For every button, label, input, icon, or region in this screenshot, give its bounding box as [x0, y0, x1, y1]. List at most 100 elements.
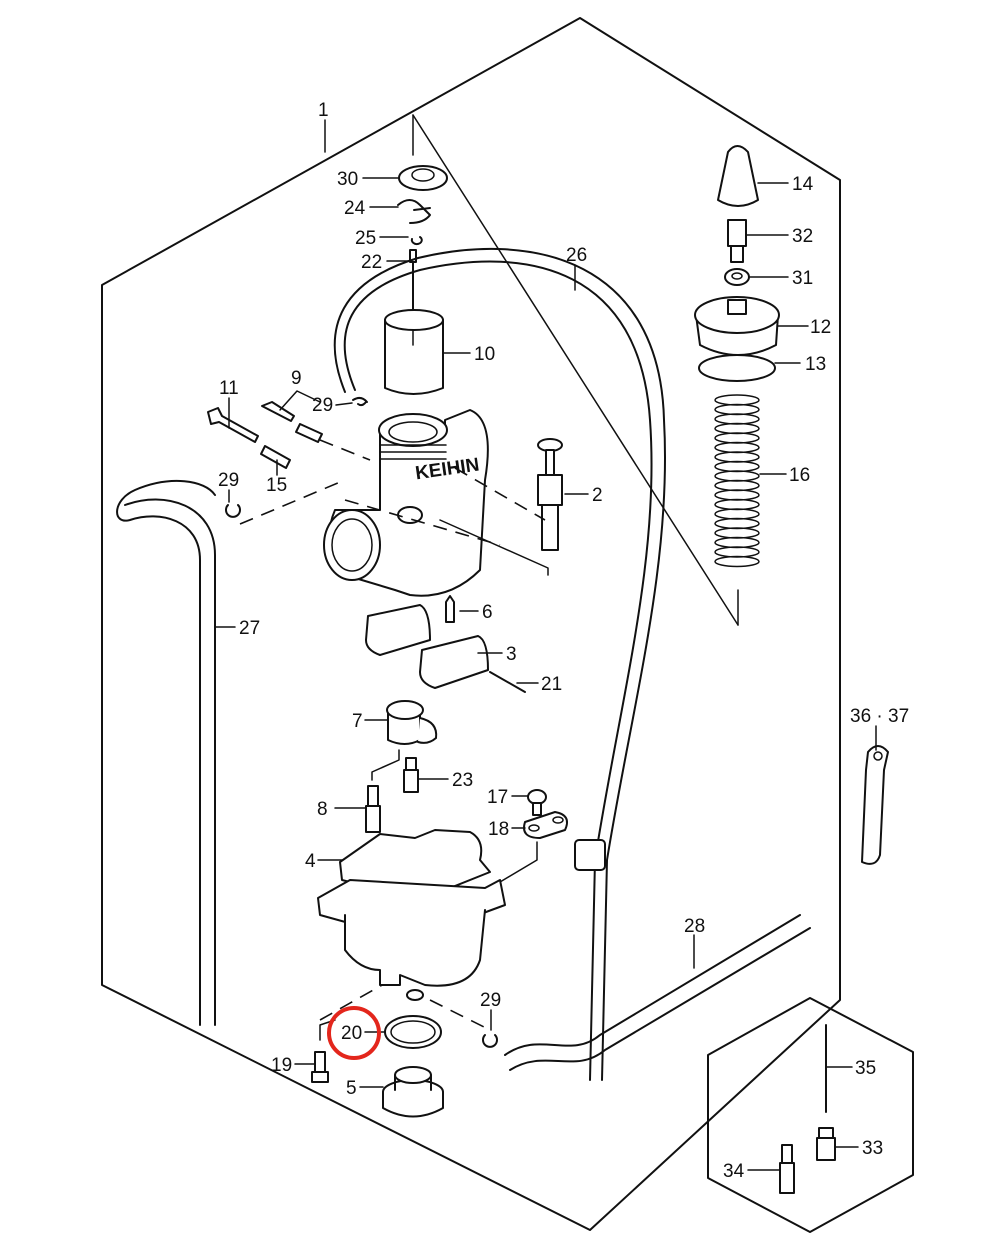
part-12-top-cap[interactable] [694, 296, 780, 356]
part-9-pilot-screw[interactable] [261, 401, 323, 443]
callout-19[interactable]: 19 [271, 1055, 292, 1076]
spring-coil [714, 441, 760, 454]
callout-36-37[interactable]: 36 · 37 [850, 706, 909, 727]
part-28-overflow-hose[interactable] [504, 914, 801, 1056]
part-32-adjuster[interactable] [727, 219, 747, 263]
callout-14[interactable]: 14 [792, 174, 814, 195]
carburetor-body[interactable]: KEIHIN [323, 409, 489, 597]
part-27-drain-hose[interactable] [116, 479, 216, 1026]
callout-13[interactable]: 13 [805, 354, 826, 375]
spring-coil [714, 555, 760, 568]
callout-5[interactable]: 5 [346, 1078, 357, 1099]
callout-2[interactable]: 2 [592, 485, 603, 506]
callout-28[interactable]: 28 [684, 916, 705, 937]
part-3-float[interactable] [365, 604, 489, 689]
part-24-clip[interactable] [397, 199, 431, 224]
part-10-throttle-slide[interactable] [384, 309, 444, 395]
spring-coil [714, 451, 760, 463]
spring-coil [714, 479, 760, 492]
part-27-drain-hose [124, 498, 216, 1026]
part-2-starter-plunger[interactable] [537, 438, 563, 551]
float-bowl[interactable] [317, 879, 506, 1001]
part-13-oring[interactable] [698, 354, 776, 382]
spring-coil [714, 508, 760, 520]
callout-6[interactable]: 6 [482, 602, 493, 623]
callout-32[interactable]: 32 [792, 226, 813, 247]
callout-1[interactable]: 1 [318, 100, 329, 121]
callout-27[interactable]: 27 [239, 618, 260, 639]
callout-30[interactable]: 30 [337, 169, 358, 190]
assembly-frame [101, 17, 841, 1231]
part-30-washer[interactable] [398, 165, 448, 191]
part-34-jet[interactable] [779, 1144, 795, 1194]
dashed-guide [239, 479, 501, 546]
callout-8[interactable]: 8 [317, 799, 328, 820]
spring-coil [714, 517, 760, 530]
callout-7[interactable]: 7 [352, 711, 363, 732]
part-7-float-valve-seat[interactable] [386, 700, 438, 745]
part-21-float-pin[interactable] [489, 671, 526, 693]
spring-coil [714, 403, 760, 416]
part-5-drain-plug[interactable] [382, 1066, 444, 1118]
callout-23[interactable]: 23 [452, 770, 473, 791]
part-19-drain-screw[interactable] [311, 1051, 329, 1083]
part-29-clamp-a[interactable] [352, 396, 368, 407]
callout-34[interactable]: 34 [723, 1161, 745, 1182]
callout-29-top[interactable]: 29 [312, 395, 333, 416]
callout-17[interactable]: 17 [487, 787, 508, 808]
callout-16[interactable]: 16 [789, 465, 810, 486]
callout-26[interactable]: 26 [566, 245, 587, 266]
callout-24[interactable]: 24 [344, 198, 366, 219]
part-17-screw[interactable] [527, 789, 547, 816]
callout-4[interactable]: 4 [305, 851, 316, 872]
part-18-bracket[interactable] [523, 811, 568, 839]
part-15-spring[interactable] [260, 445, 291, 469]
part-25-eclip[interactable] [410, 236, 423, 246]
leader-line [412, 114, 739, 626]
callout-10[interactable]: 10 [474, 344, 495, 365]
callout-25[interactable]: 25 [355, 228, 376, 249]
callout-18[interactable]: 18 [488, 819, 509, 840]
callout-12[interactable]: 12 [810, 317, 831, 338]
callout-labels: 1 30 24 25 22 26 10 9 11 29 15 29 2 6 27… [218, 100, 909, 1182]
kit-frame [707, 997, 914, 1233]
spring-coil [714, 460, 760, 473]
callout-15[interactable]: 15 [266, 475, 287, 496]
spring-coil [714, 470, 760, 482]
spring-coil [714, 489, 760, 501]
part-4-gasket[interactable] [339, 829, 491, 901]
callout-21[interactable]: 21 [541, 674, 562, 695]
part-20-drain-plug-gasket[interactable] [384, 1015, 442, 1049]
part-26-vent-hose[interactable] [343, 260, 653, 1081]
callout-29-bottom[interactable]: 29 [480, 990, 501, 1011]
part-14-cap-boot[interactable] [717, 145, 759, 207]
spring-coil [714, 432, 760, 444]
part-36-37-lever[interactable] [861, 745, 889, 865]
callout-3[interactable]: 3 [506, 644, 517, 665]
lever-hole [873, 751, 883, 761]
callout-9[interactable]: 9 [291, 368, 302, 389]
part-16-spring[interactable] [714, 394, 760, 568]
part-33-needle-jet[interactable] [816, 1127, 836, 1161]
part-31-nut[interactable] [724, 268, 750, 286]
hose-joint [574, 839, 606, 871]
part-11-throttle-stop-screw[interactable] [207, 407, 259, 443]
part-28-overflow-hose [509, 927, 811, 1071]
callout-22[interactable]: 22 [361, 252, 382, 273]
bracket-line [439, 519, 549, 576]
spring-coil [714, 536, 760, 549]
callout-31[interactable]: 31 [792, 268, 813, 289]
callout-33[interactable]: 33 [862, 1138, 883, 1159]
callout-20[interactable]: 20 [341, 1023, 362, 1044]
callout-29-left[interactable]: 29 [218, 470, 239, 491]
callout-11[interactable]: 11 [219, 378, 239, 399]
callout-35[interactable]: 35 [855, 1058, 876, 1079]
part-8-main-jet[interactable] [365, 785, 381, 833]
spring-coil [714, 527, 760, 539]
part-23-pilot-jet[interactable] [403, 757, 419, 793]
part-26-vent-hose [333, 247, 667, 1081]
part-29-clamp-b[interactable] [225, 504, 241, 518]
part-29-clamp-c[interactable] [482, 1034, 498, 1048]
part-6-jet[interactable] [445, 595, 455, 623]
bracket-line [371, 749, 400, 781]
